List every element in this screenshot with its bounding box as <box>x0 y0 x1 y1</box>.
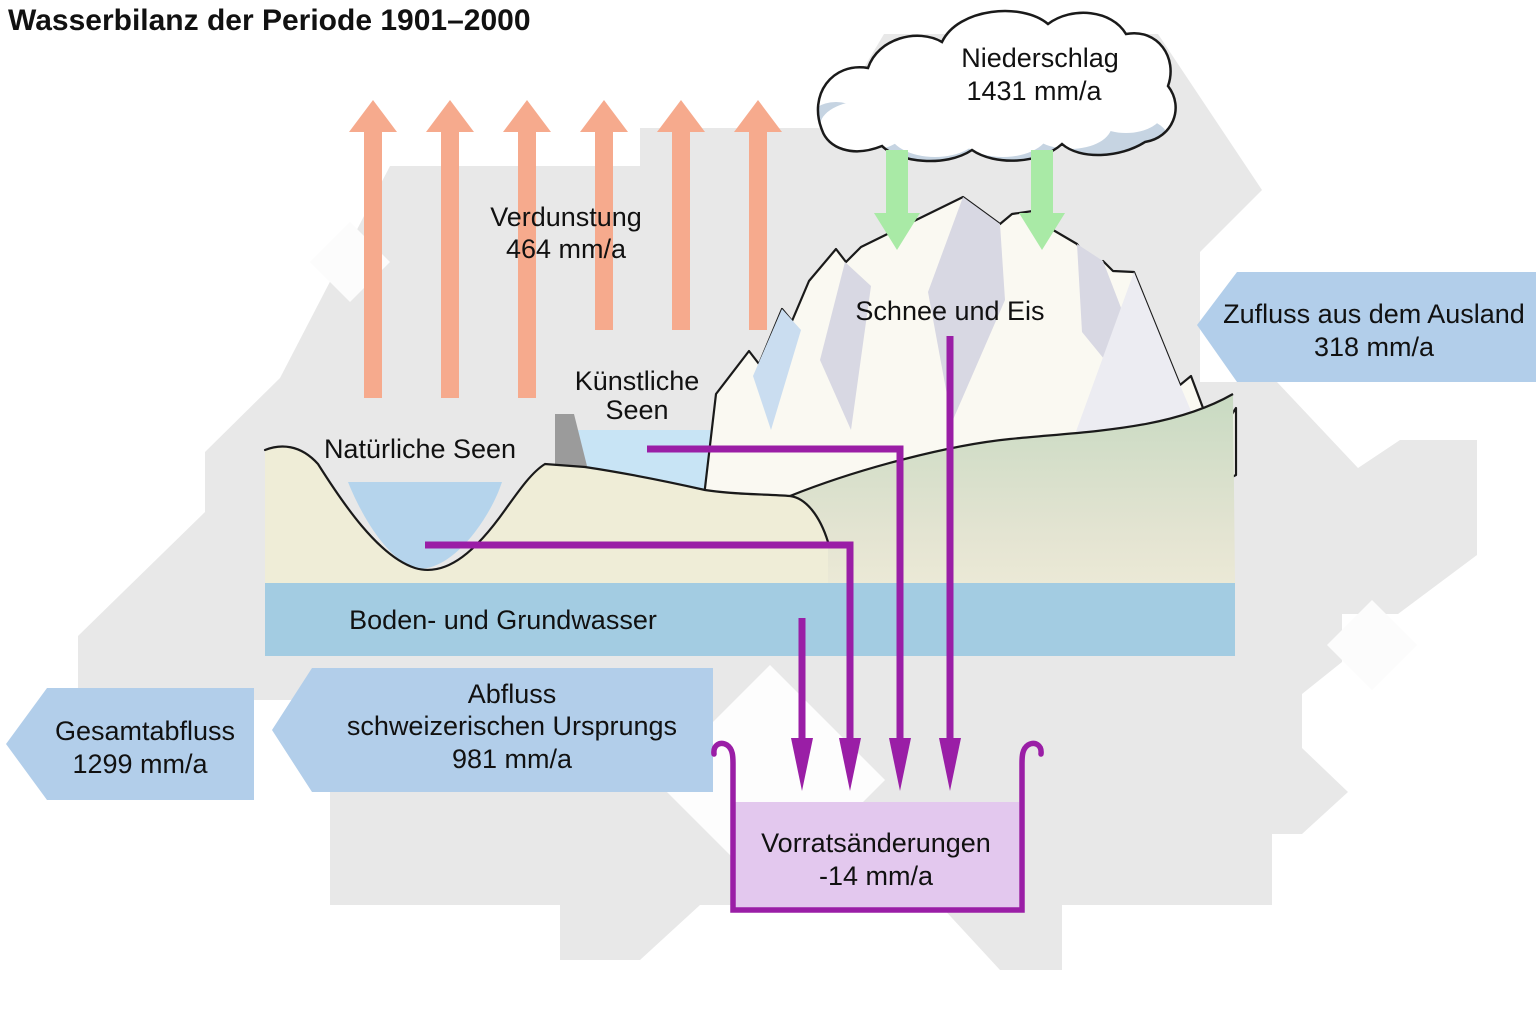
mountain-blue-facet <box>753 309 801 430</box>
runoff-swiss-value: 981 mm/a <box>452 744 573 774</box>
up-arrow-icon <box>657 100 705 330</box>
total-runoff-arrow <box>6 688 254 800</box>
artificial-lakes-label-2: Seen <box>605 395 668 425</box>
groundwater-band <box>265 583 1235 656</box>
down-arrow-icon <box>874 150 920 250</box>
groundwater-label: Boden- und Grundwasser <box>349 605 657 635</box>
precipitation-label: Niederschlag <box>961 43 1119 73</box>
flow-arrowhead-icon <box>889 738 911 791</box>
total-runoff-label: Gesamtabfluss <box>55 716 235 746</box>
snow-ice-label: Schnee und Eis <box>855 296 1044 326</box>
up-arrow-icon <box>349 100 397 398</box>
flow-arrowhead-icon <box>791 738 813 791</box>
flow-line-artificial-lake <box>647 445 904 740</box>
up-arrow-icon <box>503 100 551 398</box>
up-arrow-icon <box>426 100 474 398</box>
storage-flow-lines <box>425 336 961 791</box>
natural-lake <box>348 482 502 569</box>
storage-change-value: -14 mm/a <box>819 861 934 891</box>
terrain-outline <box>263 445 830 571</box>
page-title: Wasserbilanz der Periode 1901–2000 <box>8 4 531 37</box>
evaporation-arrows <box>349 100 782 398</box>
artificial-lakes-label-1: Künstliche <box>575 366 700 396</box>
up-arrow-icon <box>734 100 782 330</box>
cloud-outline <box>816 9 1177 163</box>
flow-arrowhead-icon <box>839 738 861 791</box>
runoff-swiss-qualifier: schweizerischen Ursprungs <box>347 711 677 741</box>
silhouette-notch-icon <box>1327 600 1417 690</box>
runoff-swiss-arrow <box>272 668 713 792</box>
storage-change-label: Vorratsänderungen <box>761 828 991 858</box>
evaporation-label: Verdunstung <box>490 202 642 232</box>
banner-arrows <box>6 272 1536 800</box>
up-arrow-icon <box>580 100 628 330</box>
precipitation-value: 1431 mm/a <box>966 76 1102 106</box>
runoff-swiss-label: Abfluss <box>468 679 557 709</box>
flow-arrowhead-icon <box>939 738 961 791</box>
dam <box>555 414 587 466</box>
mountain-shade-facet <box>820 262 871 430</box>
inflow-abroad-label: Zufluss aus dem Ausland <box>1223 299 1525 329</box>
down-arrow-icon <box>1019 150 1065 250</box>
hill-outline <box>789 393 1234 498</box>
precipitation-arrows <box>874 150 1065 250</box>
storage-container-fill <box>735 802 1019 908</box>
cloud: Niederschlag 1431 mm/a <box>816 9 1177 163</box>
storage-container-outline <box>711 740 1044 913</box>
total-runoff-value: 1299 mm/a <box>72 749 208 779</box>
inflow-abroad-value: 318 mm/a <box>1314 332 1435 362</box>
land-beige <box>265 446 828 583</box>
inflow-abroad-arrow <box>1197 272 1536 382</box>
evaporation-value: 464 mm/a <box>506 234 627 264</box>
flow-line-natural-lake <box>425 541 854 740</box>
storage-container: Vorratsänderungen -14 mm/a <box>711 740 1044 913</box>
natural-lakes-label: Natürliche Seen <box>324 434 516 464</box>
